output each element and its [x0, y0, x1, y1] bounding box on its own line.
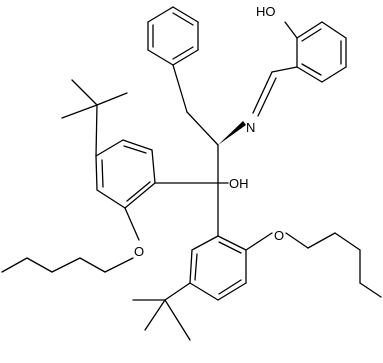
imine-bond	[252, 71, 273, 114]
atom-label-n: N	[246, 120, 255, 135]
right-tbutyl-bond	[164, 282, 191, 301]
right-ring-o-bond	[245, 232, 273, 251]
left-o-butyl-bond	[104, 257, 134, 273]
imine-ch-bond	[271, 66, 298, 73]
atom-label-ho: HO	[256, 4, 276, 19]
atom-label-o-left: O	[134, 244, 144, 259]
atom-label-oh: OH	[229, 176, 249, 191]
left-tbutyl-bond	[95, 104, 98, 157]
benzyl-bond	[172, 64, 188, 113]
right-aryl-ring	[189, 235, 247, 301]
ch2-ch-bond	[186, 111, 219, 146]
atom-label-o-right: O	[274, 228, 284, 243]
left-tbutyl-group	[61, 79, 128, 119]
left-ring-o-bond	[124, 207, 140, 241]
phenyl-ring	[147, 6, 199, 66]
stereo-wedge	[218, 121, 246, 145]
imine-bond-second	[257, 77, 277, 117]
right-o-butyl-bond	[285, 232, 309, 249]
salicyl-ring	[296, 21, 347, 83]
phenol-oh-bond	[284, 21, 298, 39]
right-butyl-chain	[307, 232, 382, 298]
left-butyl-chain	[1, 257, 106, 273]
left-aryl-ring	[95, 139, 156, 209]
right-tbutyl-group	[132, 299, 191, 341]
